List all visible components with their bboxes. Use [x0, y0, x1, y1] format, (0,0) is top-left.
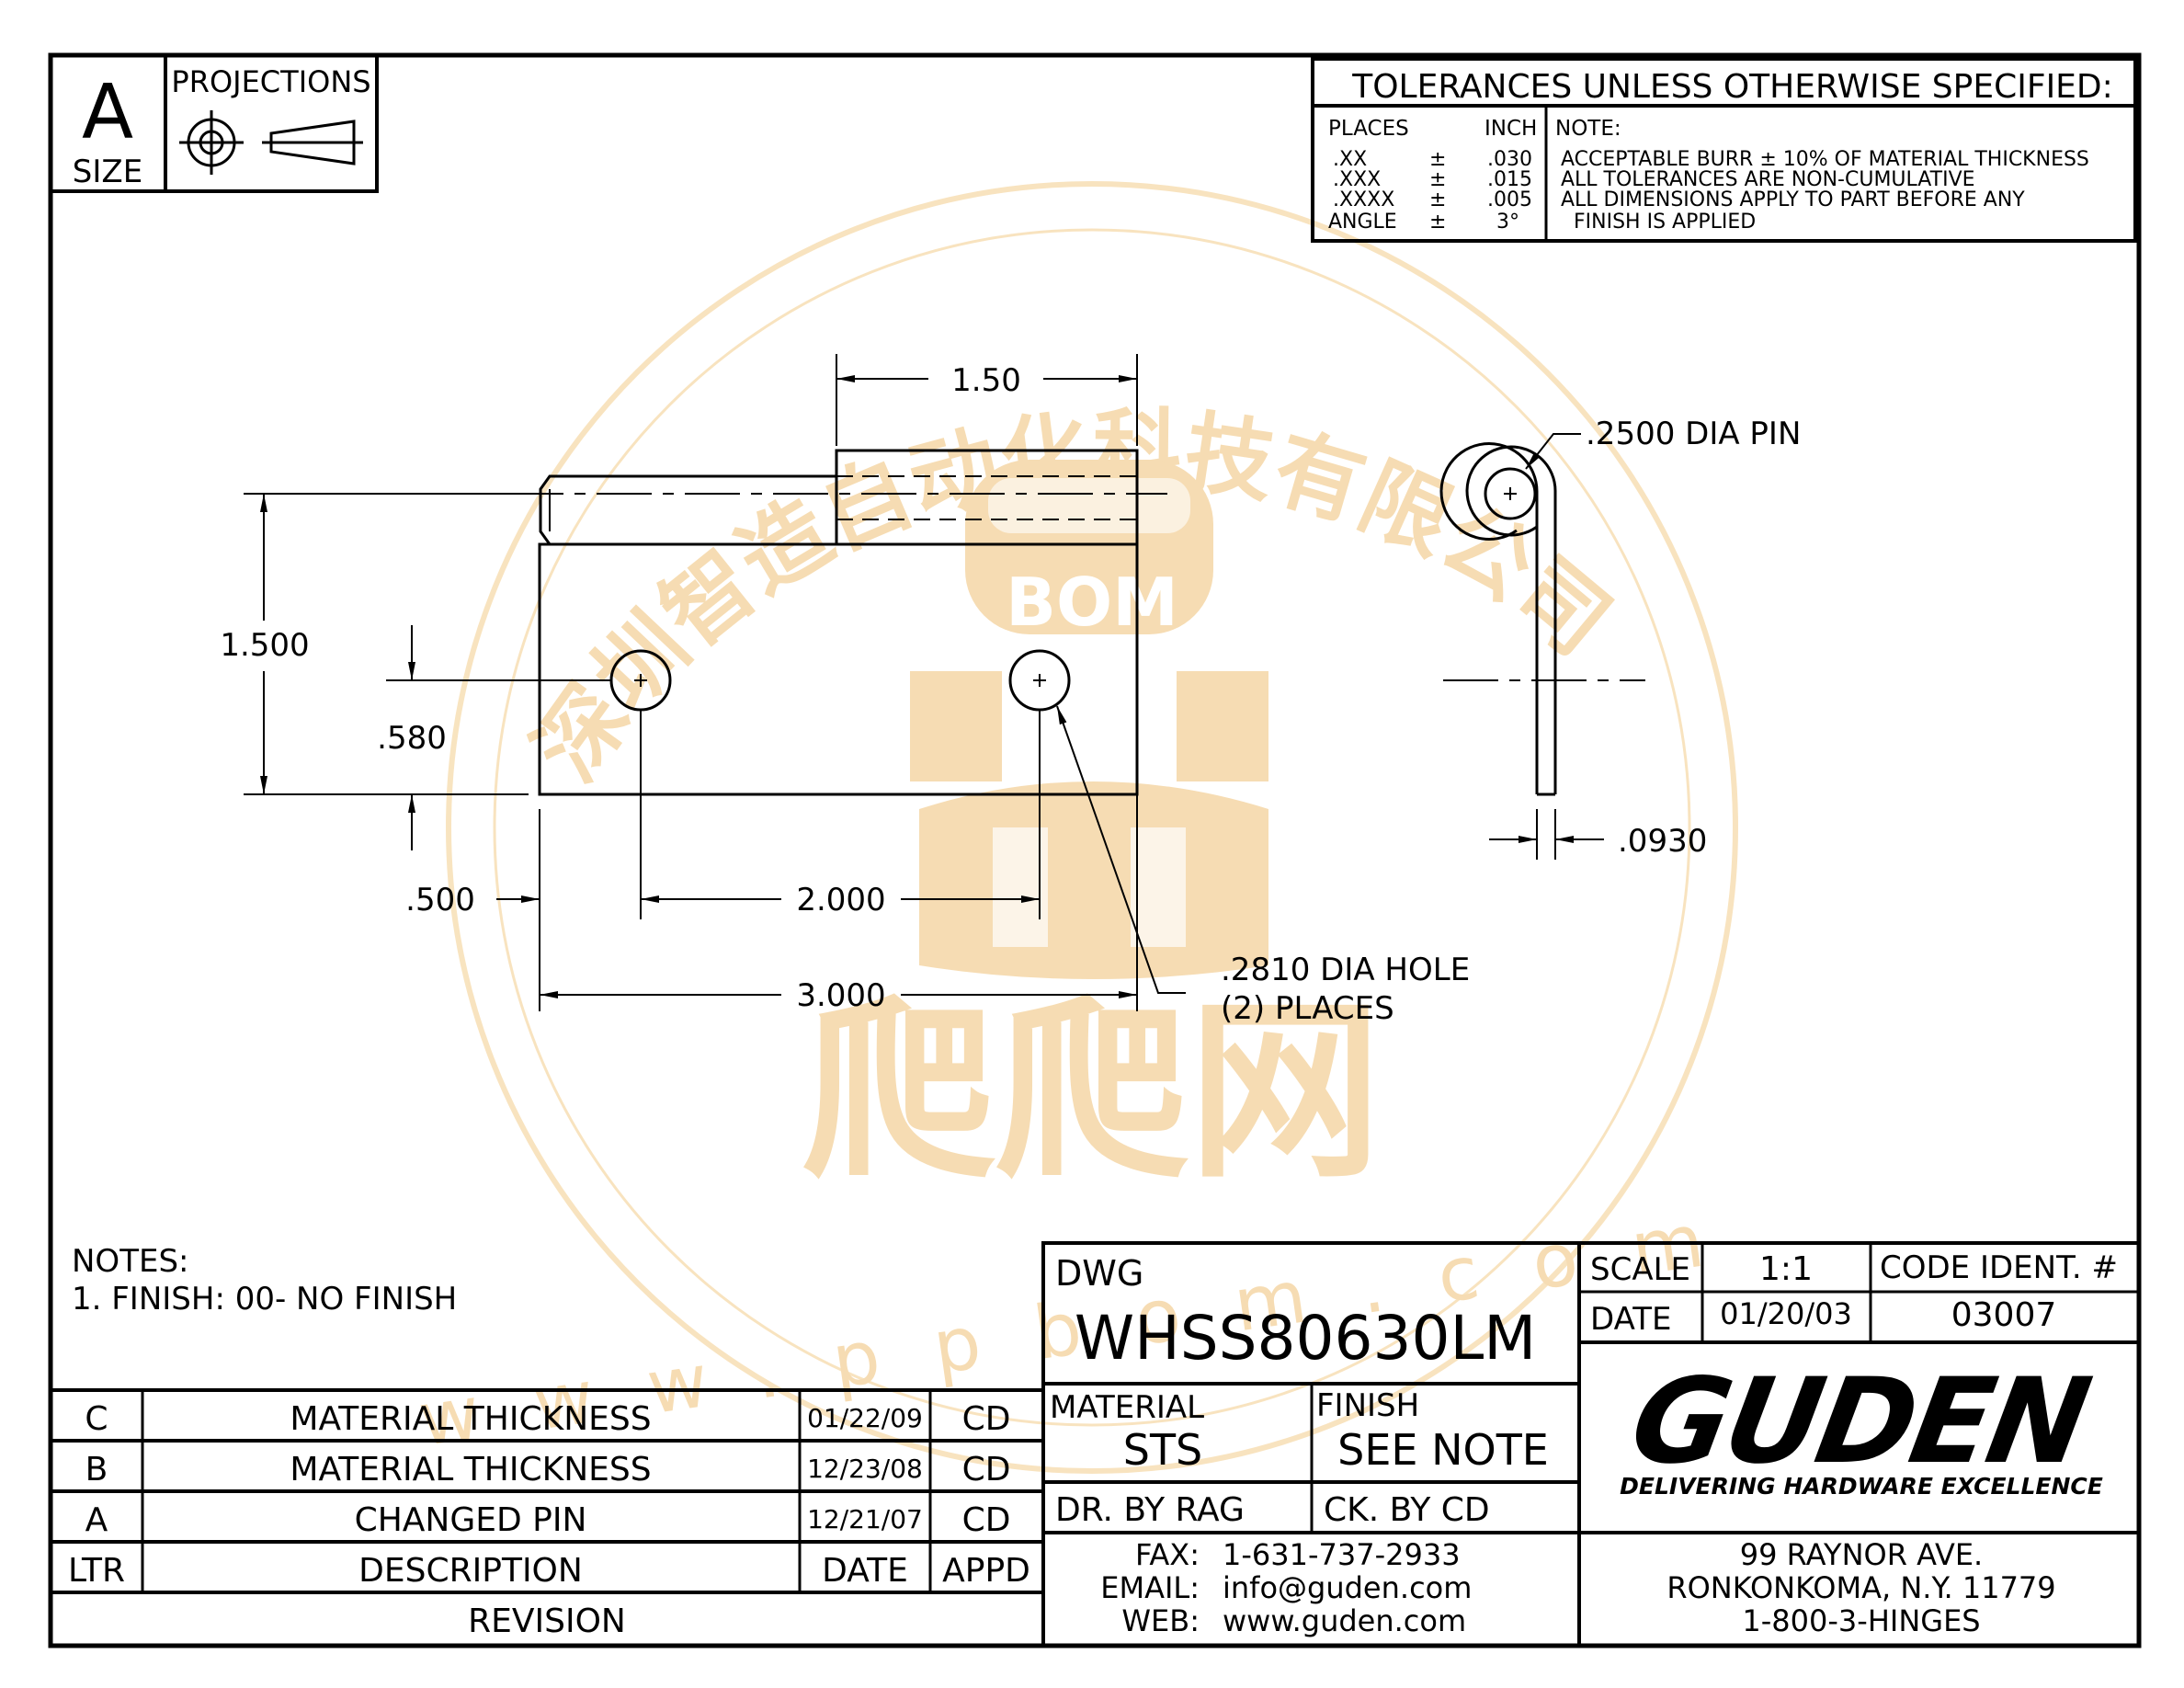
- web-label: WEB:: [1121, 1603, 1200, 1638]
- rev-ltr: C: [85, 1400, 108, 1438]
- pin-callout: .2500 DIA PIN: [1586, 416, 1801, 452]
- tol-value: .005: [1487, 188, 1532, 211]
- pin-loop-outer: [1439, 442, 1539, 541]
- rev-description: MATERIAL THICKNESS: [290, 1400, 651, 1438]
- front-view-labels: 1.50 1.500 .580 .500 2.000 3.000 .2810 D…: [220, 362, 1470, 1027]
- code-ident-label: CODE IDENT. #: [1880, 1249, 2118, 1286]
- side-view-labels: .2500 DIA PIN .0930: [1586, 416, 1801, 860]
- tol-note: ALL DIMENSIONS APPLY TO PART BEFORE ANY: [1561, 188, 2025, 211]
- places-header: PLACES: [1328, 117, 1409, 141]
- rev-ltr: B: [85, 1451, 108, 1488]
- rev-description: CHANGED PIN: [355, 1501, 587, 1539]
- tol-value: .015: [1487, 168, 1532, 191]
- tol-note: ACCEPTABLE BURR ± 10% OF MATERIAL THICKN…: [1561, 148, 2089, 171]
- rev-header-appd: APPD: [942, 1552, 1030, 1590]
- finish-value: SEE NOTE: [1337, 1425, 1549, 1475]
- fax-number: 1-631-737-2933: [1223, 1537, 1461, 1572]
- dim-top-width: 1.50: [951, 362, 1021, 399]
- projections-label: PROJECTIONS: [171, 64, 370, 99]
- title-block: [1041, 1241, 2141, 1648]
- dim-hole-offset: .500: [405, 882, 475, 918]
- hole-callout: .2810 DIA HOLE: [1221, 952, 1470, 988]
- dim-thickness: .0930: [1618, 823, 1707, 860]
- tol-pm: ±: [1429, 168, 1446, 191]
- rev-header-description: DESCRIPTION: [358, 1552, 583, 1590]
- fax-label: FAX:: [1135, 1537, 1200, 1572]
- projection-circle-icon: [179, 110, 244, 175]
- date-label: DATE: [1590, 1301, 1671, 1338]
- tol-note: ALL TOLERANCES ARE NON-CUMULATIVE: [1561, 168, 1975, 191]
- rev-appd: CD: [962, 1501, 1011, 1539]
- tolerance-rows: .XX ± .030 .XXX ± .015 .XXXX ± .005 ANGL…: [1328, 148, 1532, 234]
- code-ident-value: 03007: [1951, 1296, 2057, 1334]
- guden-logo: GUDEN: [1621, 1353, 2098, 1490]
- size-block: A SIZE PROJECTIONS: [49, 53, 379, 193]
- checked-by: CK. BY CD: [1324, 1491, 1490, 1529]
- phone-number: 1-800-3-HINGES: [1742, 1603, 1980, 1638]
- rev-date: 12/23/08: [807, 1454, 923, 1484]
- projection-cone-icon: [262, 120, 363, 165]
- note-header: NOTE:: [1555, 117, 1621, 141]
- drawing-notes: NOTES: 1. FINISH: 00- NO FINISH: [72, 1243, 457, 1317]
- email-label: EMAIL:: [1100, 1570, 1200, 1605]
- company-tagline: DELIVERING HARDWARE EXCELLENCE: [1620, 1473, 2103, 1500]
- rev-date: 12/21/07: [807, 1504, 923, 1534]
- dwg-label: DWG: [1055, 1253, 1143, 1294]
- dim-overall-width: 3.000: [796, 977, 885, 1014]
- tolerance-notes: ACCEPTABLE BURR ± 10% OF MATERIAL THICKN…: [1561, 148, 2089, 234]
- date-value: 01/20/03: [1720, 1296, 1852, 1331]
- watermark-bottom-text: 爬爬网: [802, 979, 1382, 1204]
- rev-appd: CD: [962, 1400, 1011, 1438]
- dim-height: 1.500: [220, 627, 309, 664]
- front-view: [244, 354, 1186, 1011]
- material-label: MATERIAL: [1050, 1389, 1204, 1426]
- rev-date: 01/22/09: [807, 1403, 923, 1433]
- tolerances-title: TOLERANCES UNLESS OTHERWISE SPECIFIED:: [1351, 68, 2113, 106]
- rev-ltr: A: [85, 1501, 108, 1539]
- tol-pm: ±: [1429, 148, 1446, 171]
- tol-place: .XXXX: [1333, 188, 1394, 211]
- dim-hole-height: .580: [377, 720, 447, 757]
- dwg-number: WHSS80630LM: [1075, 1303, 1536, 1374]
- email-address: info@guden.com: [1223, 1570, 1472, 1605]
- finish-label: FINISH: [1316, 1387, 1419, 1424]
- tol-place: .XX: [1333, 148, 1367, 171]
- tol-value: 3°: [1496, 211, 1519, 234]
- pin-circle: [1484, 467, 1537, 520]
- address-line-2: RONKONKOMA, N.Y. 11779: [1666, 1570, 2055, 1605]
- rev-description: MATERIAL THICKNESS: [290, 1451, 651, 1488]
- hole-callout-qty: (2) PLACES: [1221, 990, 1394, 1027]
- revision-footer: REVISION: [468, 1602, 626, 1640]
- rev-header-date: DATE: [822, 1552, 908, 1590]
- tol-pm: ±: [1429, 211, 1446, 234]
- tol-note: FINISH IS APPLIED: [1574, 211, 1756, 234]
- address-line-1: 99 RAYNOR AVE.: [1740, 1537, 1983, 1572]
- watermark-bom-text: BOM: [1006, 564, 1178, 641]
- scale-label: SCALE: [1590, 1251, 1690, 1288]
- rev-appd: CD: [962, 1451, 1011, 1488]
- scale-value: 1:1: [1759, 1250, 1813, 1288]
- hinge-knuckle: [835, 449, 1139, 546]
- revision-cells: C MATERIAL THICKNESS 01/22/09 CD B MATER…: [68, 1400, 1030, 1640]
- dim-hole-spacing: 2.000: [796, 882, 885, 918]
- rev-header-ltr: LTR: [68, 1552, 125, 1590]
- size-label: SIZE: [73, 154, 142, 190]
- tolerances-block: TOLERANCES UNLESS OTHERWISE SPECIFIED: P…: [1311, 57, 2137, 243]
- tol-place: .XXX: [1333, 168, 1381, 191]
- web-address: www.guden.com: [1223, 1603, 1466, 1638]
- tol-place: ANGLE: [1328, 211, 1397, 234]
- tol-value: .030: [1487, 148, 1532, 171]
- material-value: STS: [1123, 1425, 1203, 1475]
- watermark-emblem: [910, 460, 1268, 979]
- side-view: [1439, 433, 1645, 860]
- inch-header: INCH: [1484, 117, 1537, 141]
- size-letter: A: [82, 69, 133, 156]
- notes-line-1: 1. FINISH: 00- NO FINISH: [72, 1281, 457, 1317]
- drawn-by: DR. BY RAG: [1055, 1491, 1245, 1529]
- notes-title: NOTES:: [72, 1243, 188, 1280]
- title-block-text: DWG WHSS80630LM SCALE 1:1 CODE IDENT. # …: [1050, 1249, 2118, 1638]
- tol-pm: ±: [1429, 188, 1446, 211]
